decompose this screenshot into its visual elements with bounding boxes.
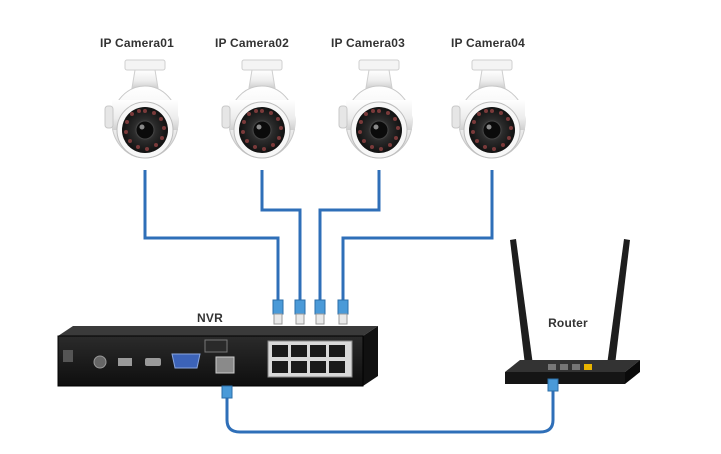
rj45-plug-icon bbox=[314, 299, 326, 325]
rj45-plug-icon bbox=[337, 299, 349, 325]
nvr-label: NVR bbox=[197, 311, 223, 325]
cable-camera01 bbox=[143, 170, 280, 300]
camera04-icon bbox=[451, 59, 526, 159]
cable-nvr-router bbox=[225, 385, 555, 434]
rj45-plug-icon bbox=[294, 299, 306, 325]
router-label: Router bbox=[548, 316, 588, 330]
rj45-plug-icon bbox=[221, 385, 233, 399]
wifi-router-icon bbox=[505, 239, 640, 392]
camera02-icon bbox=[221, 59, 296, 159]
camera02-label: IP Camera02 bbox=[214, 36, 290, 50]
nvr-recorder-icon bbox=[57, 326, 378, 387]
rj45-plug-icon bbox=[272, 299, 284, 325]
camera01-label: IP Camera01 bbox=[99, 36, 175, 50]
camera03-icon bbox=[338, 59, 413, 159]
cable-camera02 bbox=[260, 170, 302, 300]
network-cables bbox=[143, 170, 555, 434]
cable-camera03 bbox=[318, 170, 381, 300]
camera01-icon bbox=[104, 59, 179, 159]
camera03-label: IP Camera03 bbox=[330, 36, 406, 50]
cable-camera04 bbox=[341, 170, 494, 300]
camera04-label: IP Camera04 bbox=[450, 36, 526, 50]
